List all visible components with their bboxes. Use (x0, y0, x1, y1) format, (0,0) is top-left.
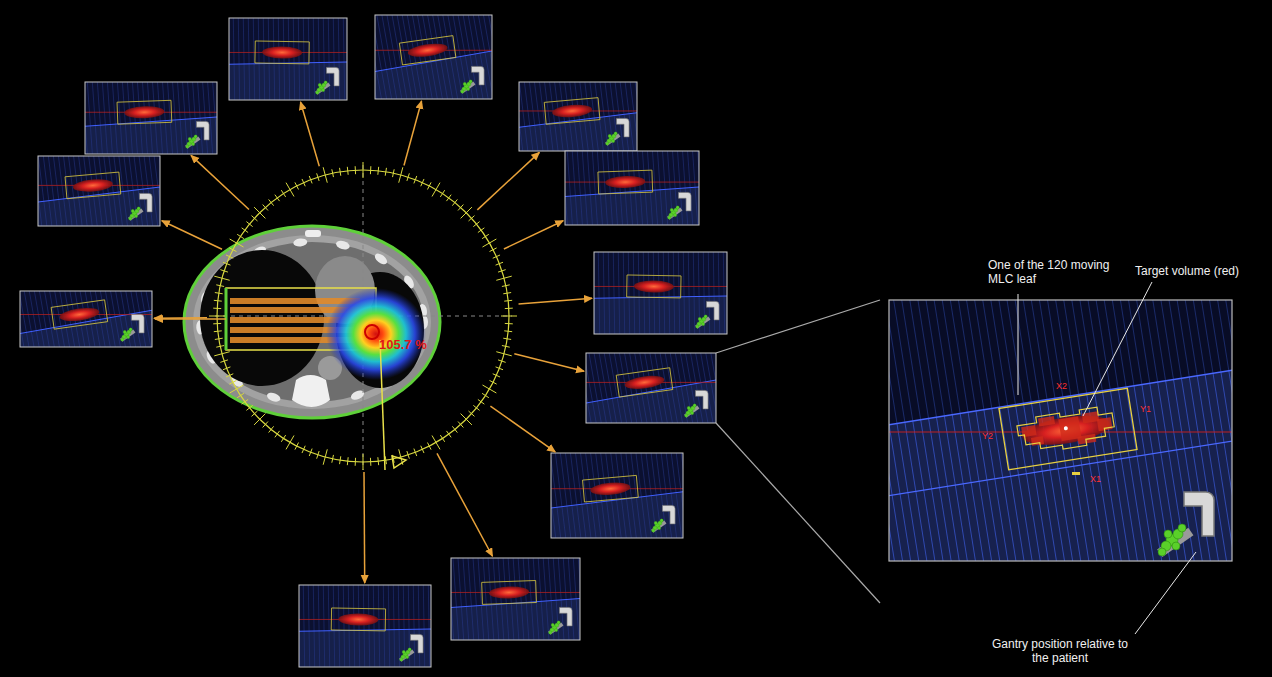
target-volume (489, 586, 529, 599)
gantry-icon (185, 121, 209, 148)
body-outline (184, 226, 440, 418)
gantry-icon (128, 193, 152, 220)
gantry-icon (460, 66, 484, 93)
leader-line (1018, 294, 1019, 395)
jaw-label: X2 (1056, 381, 1067, 392)
spine (292, 375, 330, 407)
target-volume (624, 374, 665, 391)
direction-arrow (301, 102, 320, 166)
direction-arrow (477, 152, 539, 210)
gantry-icon (667, 192, 691, 219)
gantry-icon (1157, 492, 1214, 557)
gantry-icon (548, 607, 572, 634)
jaw-label: Y1 (1140, 404, 1151, 415)
direction-arrow (514, 354, 584, 371)
target-volume (634, 280, 674, 293)
callout-label: One of the 120 moving MLC leaf (988, 258, 1138, 287)
direction-arrow (155, 318, 226, 320)
leader-lines (1018, 282, 1196, 634)
direction-arrow (490, 406, 555, 452)
jaw-label: Y2 (982, 431, 993, 442)
gantry-icon (605, 118, 629, 145)
target-volume (590, 481, 631, 496)
leader-line (1135, 552, 1196, 634)
gantry-arrows (154, 101, 592, 583)
leader-line (1083, 282, 1152, 416)
target-volume (605, 175, 645, 188)
target-volume (59, 306, 100, 323)
dose-value: 105.7 % (379, 337, 427, 353)
jaw-label: X1 (1090, 474, 1101, 485)
beam-eye-view (324, 0, 546, 161)
beam-eye-view (188, 0, 389, 147)
ct-slice (184, 226, 440, 418)
zoom-line (716, 423, 880, 603)
gantry-icon (120, 314, 144, 341)
callout-label: Gantry position relative to the patient (985, 637, 1135, 666)
callout-label: Target volume (red) (1135, 264, 1265, 278)
gantry-icon (399, 634, 423, 661)
beam-eye-view (406, 521, 625, 677)
target-volume (552, 103, 593, 118)
target-volume (338, 613, 378, 626)
gantry-icon (695, 301, 719, 328)
gantry-icon (651, 505, 675, 532)
target-volume (124, 106, 164, 119)
zoom-panel (793, 205, 1272, 677)
direction-arrow (363, 472, 365, 583)
direction-arrow (437, 453, 492, 556)
beam-eye-view (521, 114, 745, 273)
gantry-icon (684, 390, 708, 417)
direction-arrow (519, 298, 592, 304)
jaw-field (999, 388, 1137, 470)
gantry-icon (315, 67, 339, 94)
direction-arrow (162, 221, 222, 250)
zoom-line (716, 300, 880, 353)
direction-arrow (404, 101, 422, 166)
dose-cloud (326, 288, 426, 380)
direction-arrow (504, 221, 563, 249)
direction-arrow (191, 155, 249, 209)
target-volume (72, 178, 113, 193)
target-volume (262, 46, 302, 59)
gantry-ring (209, 162, 517, 470)
target-volume (407, 42, 448, 59)
isocenter (365, 325, 379, 339)
